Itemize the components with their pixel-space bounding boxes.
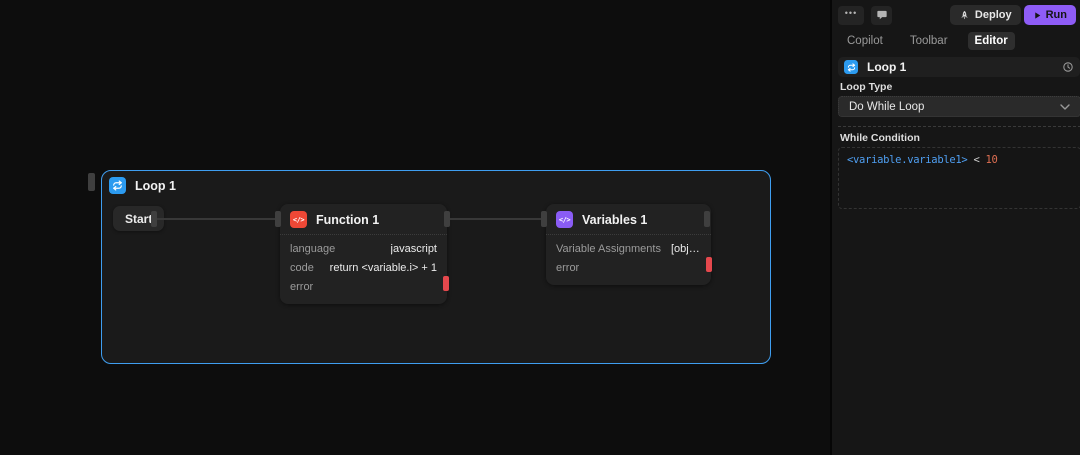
editor-panel: ••• xyxy=(830,0,1080,455)
run-button[interactable]: Run xyxy=(1023,5,1076,25)
variables-error-handle[interactable] xyxy=(706,257,712,272)
code-line: <variable.variable1> < 10 xyxy=(847,154,1072,166)
row-label: error xyxy=(556,261,580,274)
more-button[interactable]: ••• xyxy=(838,5,864,25)
variables-icon: </> xyxy=(556,211,573,228)
loop-type-label: Loop Type xyxy=(840,81,893,93)
tab-copilot[interactable]: Copilot xyxy=(847,35,883,47)
deploy-button[interactable]: Deploy xyxy=(949,5,1021,25)
code-token-operator: < xyxy=(967,154,986,166)
history-icon[interactable] xyxy=(1062,61,1074,73)
selected-node-title: Loop 1 xyxy=(867,60,907,74)
loop-group-header[interactable]: Loop 1 xyxy=(109,177,176,194)
variables-output-handle[interactable] xyxy=(704,211,710,227)
start-node-label: Start xyxy=(125,211,153,226)
loop-group-title: Loop 1 xyxy=(135,178,176,193)
row-label: Variable Assignments xyxy=(556,242,661,255)
chat-icon xyxy=(876,9,888,21)
loop-type-select[interactable]: Do While Loop xyxy=(838,96,1080,117)
while-condition-editor[interactable]: <variable.variable1> < 10 xyxy=(838,147,1080,209)
ellipsis-icon: ••• xyxy=(844,7,858,18)
row-label: error xyxy=(290,280,314,293)
node-row: code return <variable.i> + 1 xyxy=(290,258,437,277)
loop-icon xyxy=(109,177,126,194)
function-output-handle[interactable] xyxy=(444,211,450,227)
variables-node-rows: Variable Assignments [object Obje… error xyxy=(546,235,711,285)
function-input-handle[interactable] xyxy=(275,211,281,227)
function-node[interactable]: </> Function 1 language javascript code … xyxy=(280,204,447,304)
row-label: code xyxy=(290,261,314,274)
chat-button[interactable] xyxy=(871,5,892,25)
tab-editor[interactable]: Editor xyxy=(967,32,1015,50)
run-button-label: Run xyxy=(1045,9,1067,21)
row-label: language xyxy=(290,242,336,255)
flow-canvas[interactable]: Loop 1 Start </> Function 1 language jav… xyxy=(0,0,830,455)
rocket-icon xyxy=(959,10,970,21)
panel-tabs: Copilot Toolbar Editor xyxy=(840,32,1015,50)
variables-node[interactable]: </> Variables 1 Variable Assignments [ob… xyxy=(546,204,711,285)
function-node-title: Function 1 xyxy=(316,212,380,227)
start-output-handle[interactable] xyxy=(151,211,157,227)
row-value: return <variable.i> + 1 xyxy=(329,261,437,274)
loop-input-handle[interactable] xyxy=(88,173,95,191)
row-value: javascript xyxy=(390,242,437,255)
panel-toolbar: ••• xyxy=(838,5,1076,25)
deploy-button-label: Deploy xyxy=(974,9,1012,21)
code-token-number: 10 xyxy=(985,154,998,166)
variables-node-title: Variables 1 xyxy=(582,212,648,227)
function-icon: </> xyxy=(290,211,307,228)
function-node-rows: language javascript code return <variabl… xyxy=(280,235,447,304)
node-row: error xyxy=(556,258,701,277)
function-error-handle[interactable] xyxy=(443,276,449,291)
variables-input-handle[interactable] xyxy=(541,211,547,227)
section-divider xyxy=(838,126,1080,127)
node-row: Variable Assignments [object Obje… xyxy=(556,239,701,258)
edge-function-variables xyxy=(450,218,542,220)
row-value: [object Obje… xyxy=(670,242,701,255)
chevron-down-icon xyxy=(1060,103,1070,110)
start-node[interactable]: Start xyxy=(113,206,165,231)
loop-type-value: Do While Loop xyxy=(849,100,925,113)
code-token-variable: <variable.variable1> xyxy=(847,154,968,166)
tab-toolbar[interactable]: Toolbar xyxy=(909,35,948,47)
while-condition-label: While Condition xyxy=(840,132,920,144)
loop-icon xyxy=(844,60,858,74)
node-row: language javascript xyxy=(290,239,437,258)
selected-node-header[interactable]: Loop 1 xyxy=(838,57,1080,77)
edge-start-function xyxy=(157,218,279,220)
function-node-header[interactable]: </> Function 1 xyxy=(280,204,447,235)
play-icon xyxy=(1033,11,1042,20)
variables-node-header[interactable]: </> Variables 1 xyxy=(546,204,711,235)
node-row: error xyxy=(290,277,437,296)
